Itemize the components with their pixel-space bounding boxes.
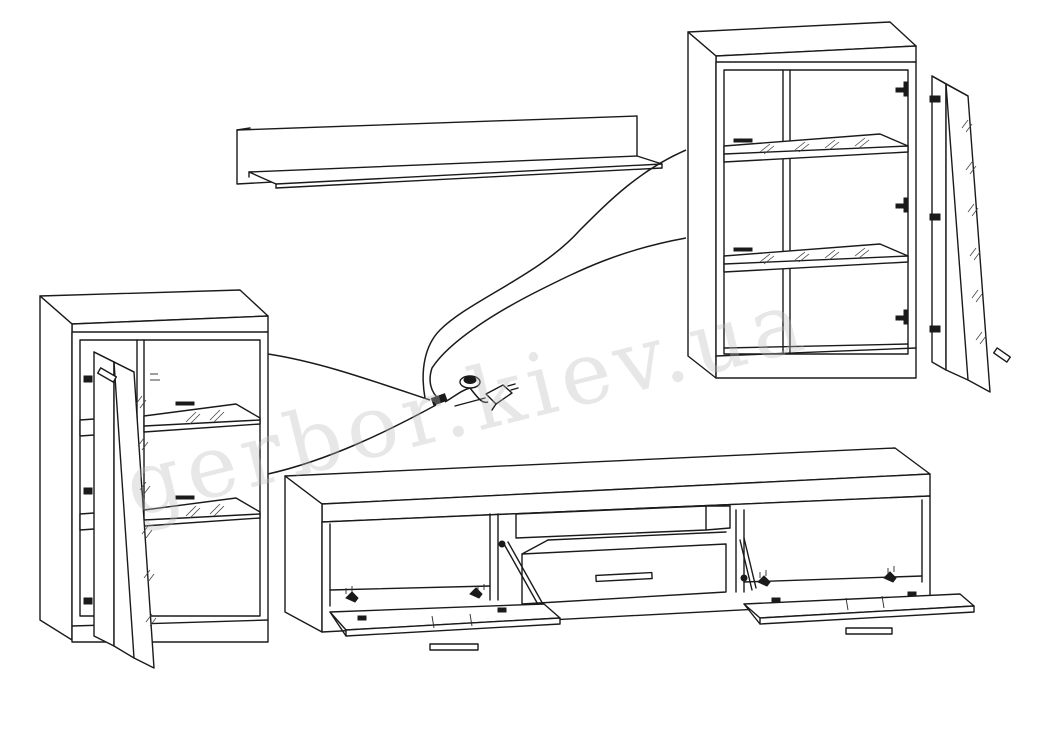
left-display-cabinet — [39, 289, 269, 669]
wall-shelf — [236, 115, 663, 189]
right-hanging-cabinet — [687, 21, 917, 379]
right-cabinet-door — [929, 75, 1011, 393]
tv-stand — [284, 447, 975, 651]
power-adapter — [430, 375, 519, 411]
led-lighting-cable — [267, 149, 687, 475]
